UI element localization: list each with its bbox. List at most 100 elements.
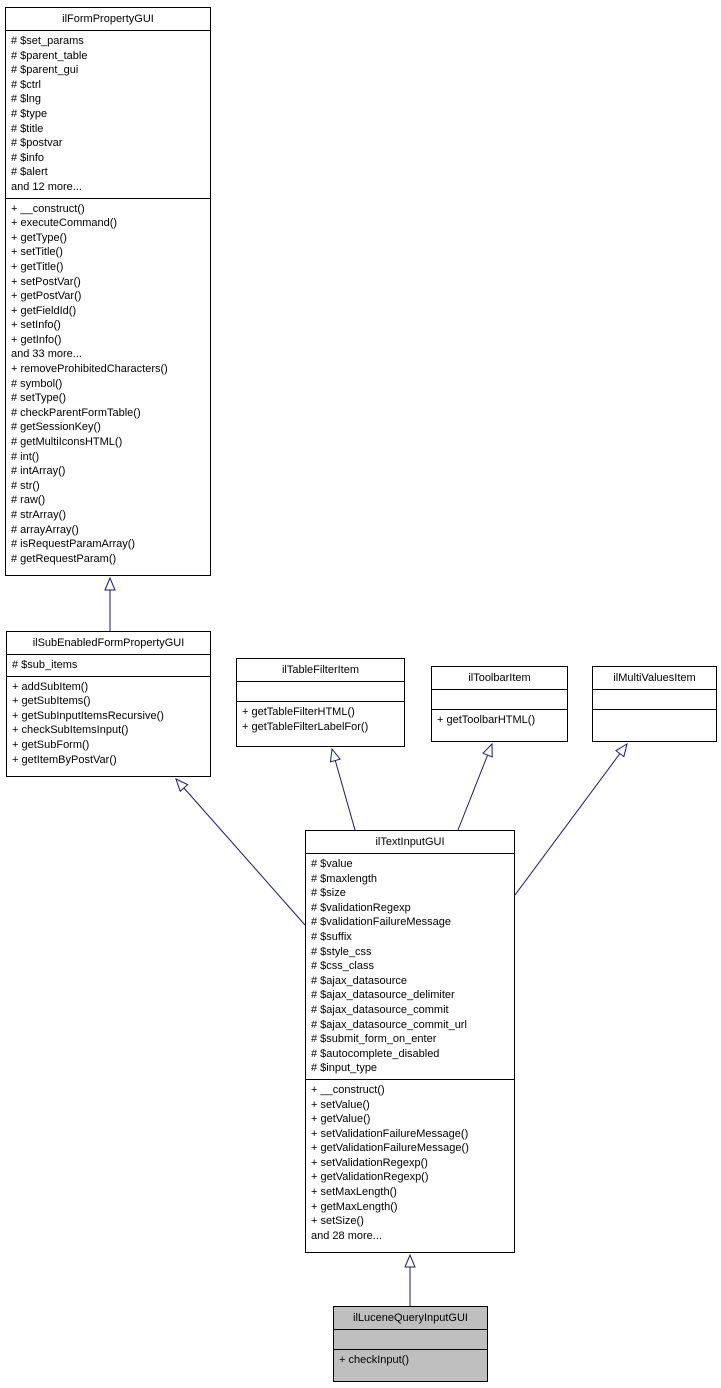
member-line: + checkSubItemsInput() [12,724,129,737]
member-line: # $input_type [311,1062,378,1075]
member-line: + getTableFilterHTML() [242,706,355,718]
member-line: + addSubItem() [12,680,89,693]
class-title: ilFormPropertyGUI [6,8,210,31]
member-line: + setValidationRegexp() [311,1156,428,1169]
member-line: # $type [11,107,48,120]
member-line: and 28 more... [311,1229,382,1242]
member-line: + setMaxLength() [311,1186,397,1199]
class-attributes: # $sub_items [7,655,210,676]
member-line: # intArray() [11,465,66,478]
member-line: and 33 more... [11,348,82,361]
member-line: # $postvar [11,137,63,150]
class-methods: + checkInput() [334,1349,487,1381]
member-line: + setPostVar() [11,275,81,288]
member-line: + setValue() [311,1098,370,1111]
member-line: + getPostVar() [11,290,82,303]
member-line: # strArray() [11,509,66,521]
class-title: ilTableFilterItem [237,659,404,682]
member-line: # $css_class [311,960,374,973]
class-title: ilLuceneQueryInputGUI [334,1307,487,1330]
member-line: + getFieldId() [11,304,77,317]
member-line: # $ajax_datasource [311,974,408,987]
member-line: # $ajax_datasource_commit [311,1003,449,1016]
class-title: ilSubEnabledFormPropertyGUI [7,632,210,655]
class-methods: + __construct() + executeCommand()+ getTy… [6,197,210,575]
member-line: + checkInput() [339,1354,410,1366]
member-line: + setSize() [311,1215,364,1228]
member-line: # $validationRegexp [311,901,411,914]
edge-iltextinputgui-to-ilmultivaluesitem [514,744,627,896]
member-line: # raw() [11,494,46,507]
member-line: + setValidationFailureMessage() [311,1127,469,1140]
member-line: # $set_params [11,35,84,47]
class-methods [593,709,716,741]
edge-iltextinputgui-to-iltablefilteritem [332,749,356,831]
class-attributes: # $set_params # $parent_table # $parent_gu… [6,31,210,198]
class-box-iltextinputgui[interactable]: ilTextInputGUI # $value # $maxlength # $si… [305,830,515,1253]
member-line: + __construct() [11,202,85,215]
class-box-iltoolbaritem[interactable]: ilToolbarItem + getToolbarHTML() [431,666,568,742]
member-line: # str() [11,479,40,492]
member-line: + setInfo() [11,319,61,332]
class-methods: + getTableFilterHTML() + getTableFilterLa… [237,701,404,746]
member-line: # $ajax_datasource_commit_url [311,1018,467,1031]
member-line: # getMultiIconsHTML() [11,436,123,449]
class-title: ilMultiValuesItem [593,667,716,690]
member-line: # $autocomplete_disabled [311,1047,440,1060]
member-line: # $submit_form_on_enter [311,1033,437,1046]
class-box-ilformpropertygui[interactable]: ilFormPropertyGUI # $set_params # $parent… [5,7,211,576]
member-line: # $maxlength [311,872,378,885]
class-box-iltablefilteritem[interactable]: ilTableFilterItem + getTableFilterHTML()… [236,658,405,747]
edge-iltextinputgui-to-ilsubenabledformpropertygui [176,779,306,926]
member-line: # $title [11,122,44,135]
member-line: # $style_css [311,945,372,958]
member-line: # $value [311,858,353,870]
member-line: # $alert [11,166,48,179]
member-line: # int() [11,450,40,463]
member-line: + getSubItems() [12,695,91,708]
member-line: # checkParentFormTable() [11,406,141,419]
member-line: # isRequestParamArray() [11,538,136,551]
member-line: # $ctrl [11,78,41,91]
member-line: # $parent_table [11,49,88,62]
member-line: + getSubInputItemsRecursive() [12,709,164,722]
member-line: + getValidationFailureMessage() [311,1142,469,1155]
member-line: # $parent_gui [11,64,79,77]
class-box-ilsubenabledformpropertygui[interactable]: ilSubEnabledFormPropertyGUI # $sub_items… [6,631,211,777]
member-line: # $ajax_datasource_delimiter [311,989,455,1002]
member-line: + getTableFilterLabelFor() [242,720,369,733]
member-line: + getType() [11,231,67,244]
member-line: # $size [311,887,346,900]
member-line: + getItemByPostVar() [12,753,117,766]
member-line: + getValidationRegexp() [311,1171,429,1184]
class-methods: + __construct()+ setValue()+ getValue()+… [306,1078,514,1252]
class-attributes [237,682,404,701]
member-line: # getSessionKey() [11,421,101,434]
member-line: + executeCommand() [11,217,118,230]
class-title: ilToolbarItem [432,667,567,690]
member-line: # getRequestParam() [11,552,117,565]
class-attributes [432,690,567,709]
class-box-illucenequeryinputgui[interactable]: ilLuceneQueryInputGUI + checkInput() [333,1306,488,1382]
class-attributes: # $value# $maxlength# $size# $validation… [306,854,514,1079]
member-line: # arrayArray() [11,523,79,536]
member-line: and 12 more... [11,180,82,193]
member-line: + removeProhibitedCharacters() [11,363,168,376]
member-line: + getSubForm() [12,738,90,751]
member-line: # $info [11,151,45,164]
class-methods: + getToolbarHTML() [432,709,567,741]
member-line: # $validationFailureMessage [311,916,452,929]
class-attributes [334,1330,487,1349]
class-attributes [593,690,716,709]
member-line: # symbol() [11,377,63,390]
member-line: + getInfo() [11,333,62,346]
member-line: # $lng [11,93,41,106]
edge-iltextinputgui-to-iltoolbaritem [457,744,492,831]
class-title: ilTextInputGUI [306,831,514,854]
member-line: + setTitle() [11,246,63,259]
member-line: # $suffix [311,930,352,943]
member-line: + getMaxLength() [311,1200,398,1213]
member-line: + getToolbarHTML() [437,714,536,726]
class-box-ilmultivaluesitem[interactable]: ilMultiValuesItem [592,666,717,742]
